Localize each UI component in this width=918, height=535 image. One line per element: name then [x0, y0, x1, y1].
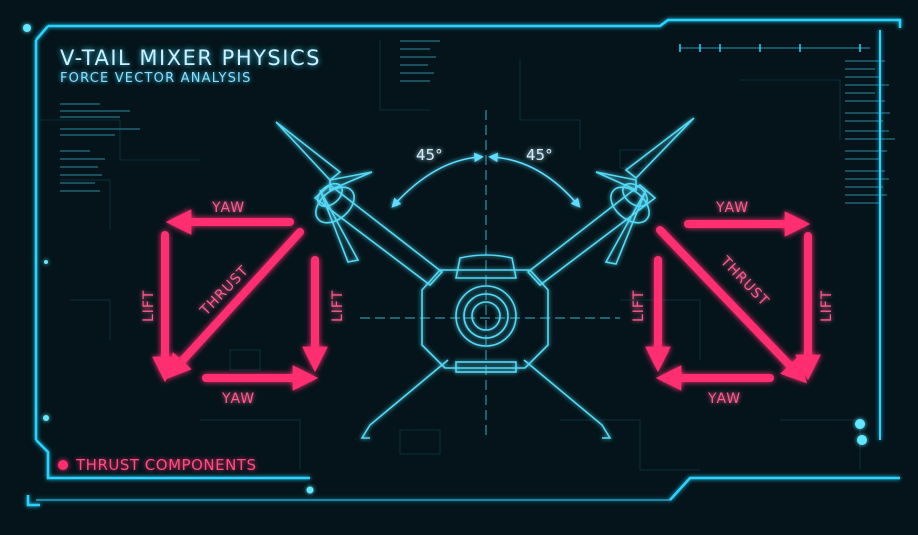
frame-tick-marks — [679, 44, 870, 52]
camera-lens — [455, 285, 517, 347]
hud-frame — [26, 18, 902, 507]
fuselage — [421, 269, 549, 369]
right-leg — [523, 359, 612, 439]
right-yaw-top-label: YAW — [715, 200, 749, 216]
page-title: V-TAIL MIXER PHYSICS — [60, 46, 321, 70]
right-force-vectors — [645, 211, 821, 391]
right-arm — [526, 183, 657, 287]
circuit-background — [40, 40, 861, 471]
angle-arcs — [391, 152, 581, 208]
right-yaw-bottom-label: YAW — [707, 391, 741, 407]
data-text-blocks — [60, 40, 895, 204]
angle-label-right: 45° — [526, 146, 553, 164]
left-force-vectors — [152, 209, 328, 391]
right-thrust-arrow — [656, 226, 808, 384]
right-lift-left-label: LIFT — [631, 290, 647, 322]
legend-marker-icon — [58, 460, 68, 470]
left-propeller — [275, 121, 342, 182]
right-propeller — [624, 117, 695, 180]
legend: THRUST COMPONENTS — [58, 456, 256, 474]
right-motor — [610, 186, 650, 224]
left-motor — [315, 186, 355, 224]
left-leg — [360, 359, 449, 439]
center-axes — [360, 110, 620, 440]
page-subtitle: FORCE VECTOR ANALYSIS — [60, 71, 252, 86]
left-yaw-bottom-label: YAW — [221, 391, 255, 407]
right-lift-right-label: LIFT — [819, 290, 835, 322]
angle-label-left: 45° — [416, 146, 443, 164]
legend-label: THRUST COMPONENTS — [76, 456, 257, 474]
left-thrust-arrow — [165, 228, 304, 380]
left-arm — [313, 183, 444, 287]
left-yaw-top-label: YAW — [211, 200, 245, 216]
left-lift-right-label: LIFT — [330, 290, 346, 322]
frame-accent-dots — [23, 24, 867, 494]
left-lift-left-label: LIFT — [141, 290, 157, 322]
drone-wireframe — [275, 117, 695, 439]
